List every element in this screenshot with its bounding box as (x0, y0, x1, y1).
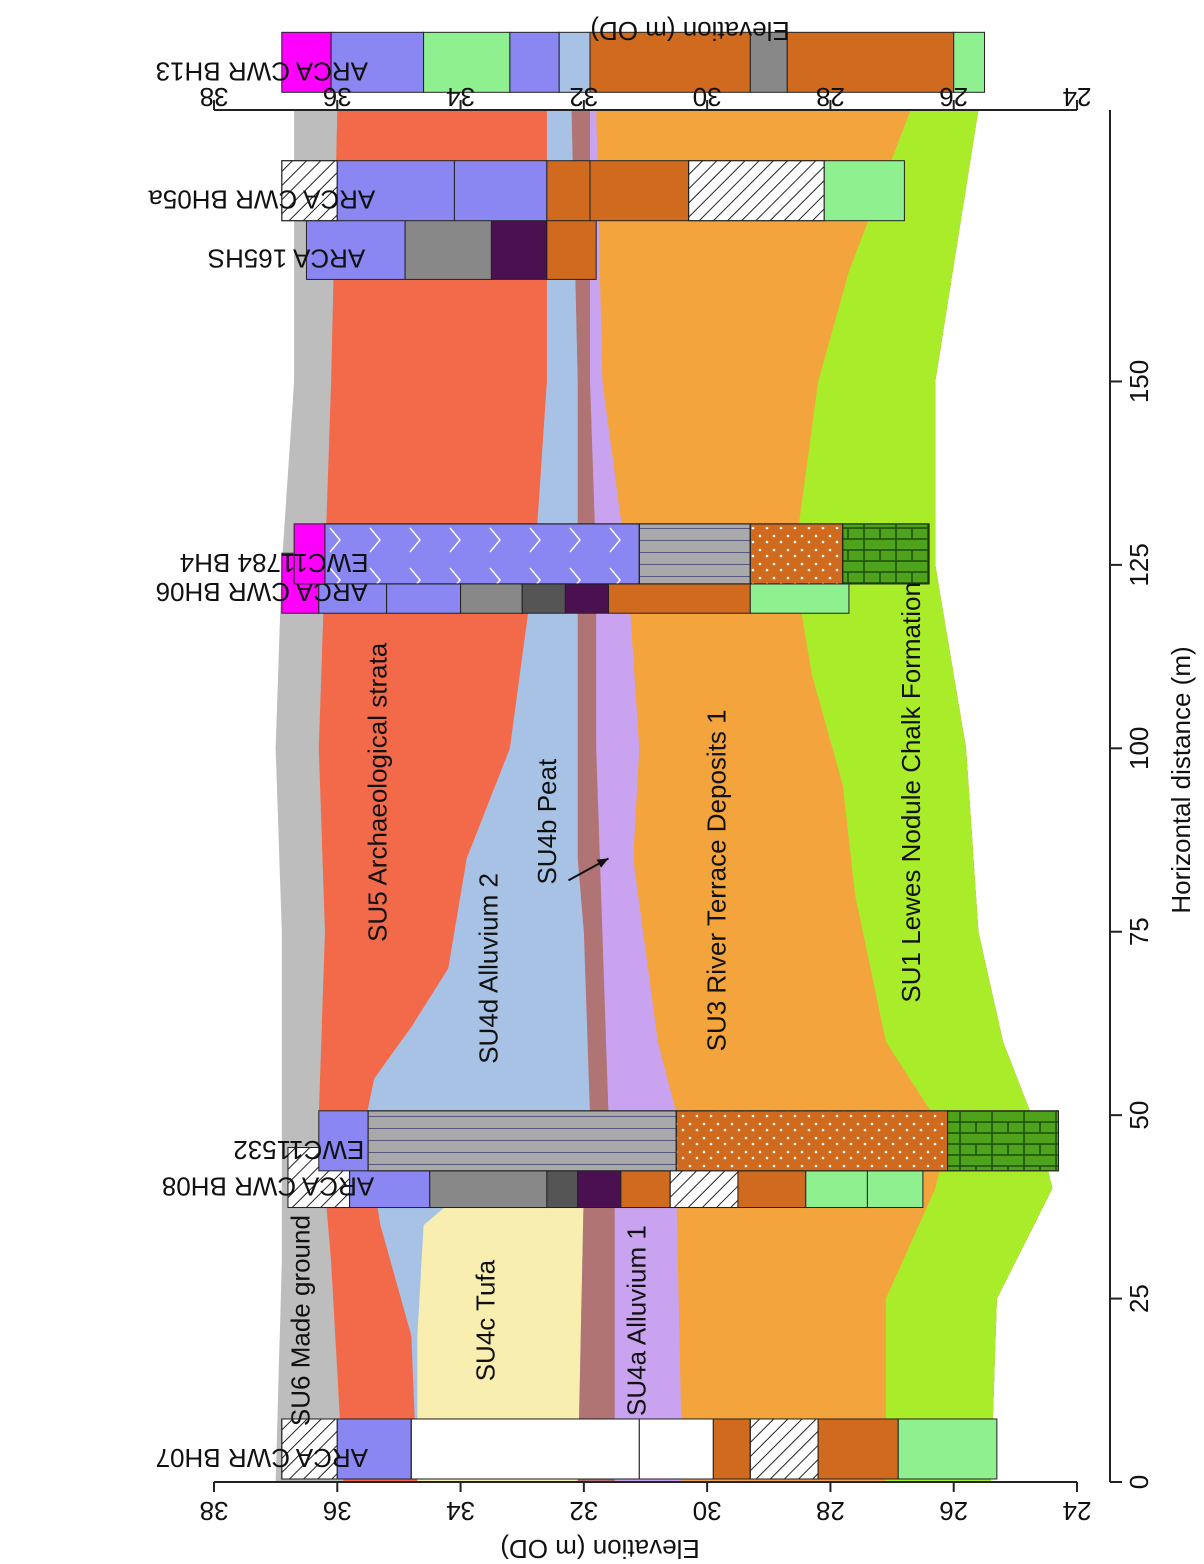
elevation-axis-title-left: Elevation (m OD) (500, 1534, 699, 1564)
unit-label-su4a: SU4a Alluvium 1 (622, 1225, 652, 1416)
borehole-segment (293, 523, 326, 585)
distance-tick-label: 150 (1124, 360, 1154, 403)
unit-label-su3: SU3 River Terrace Deposits 1 (702, 709, 732, 1051)
distance-tick-label: 100 (1124, 727, 1154, 770)
borehole-segment-pattern (410, 1418, 640, 1480)
borehole-segment-pattern (281, 1418, 338, 1480)
elevation-tick-label: 30 (693, 82, 722, 112)
elevation-tick-label: 28 (816, 1496, 845, 1526)
peat-arrow-head (596, 858, 609, 868)
borehole-arca-165hs: ARCA 165HS (208, 218, 597, 280)
borehole-segment-pattern (367, 1110, 677, 1172)
borehole-segment (509, 31, 560, 93)
elevation-tick-label: 32 (569, 1496, 598, 1526)
axes: 24 26 28 30 32 34 36 38 24 26 28 30 32 34 36 38 0 25 50 7… (200, 16, 1196, 1564)
horizontal-distance-axis: 0 25 50 75 100 125 150 (1109, 110, 1154, 1489)
borehole-label: EWC11532 (233, 1135, 364, 1165)
elevation-tick-label: 34 (446, 82, 475, 112)
borehole-ewc11784-bh4: EWC11784 BH4 (180, 523, 930, 585)
borehole-segment-pattern (749, 523, 844, 585)
horizontal-distance-axis-title: Horizontal distance (m) (1166, 646, 1196, 913)
borehole-segment (558, 31, 591, 93)
borehole-segment (823, 160, 905, 222)
borehole-segment (589, 160, 690, 222)
distance-tick-label: 0 (1124, 1475, 1154, 1489)
elevation-tick-label: 26 (939, 1496, 968, 1526)
borehole-label: ARCA 165HS (208, 243, 366, 273)
borehole-label: ARCA CWR BH08 (162, 1172, 374, 1202)
borehole-segment (953, 31, 986, 93)
elevation-axis-right: 24 26 28 30 32 34 36 38 (200, 82, 1092, 112)
layer-su4c (417, 1151, 587, 1482)
elevation-tick-label: 28 (816, 82, 845, 112)
distance-tick-label: 50 (1124, 1101, 1154, 1130)
elevation-tick-label: 24 (1063, 1496, 1092, 1526)
borehole-arca-cwr-bh05a: ARCA CWR BH05a (148, 160, 905, 222)
unit-label-su6: SU6 Made ground (286, 1215, 316, 1426)
unit-label-su4b: SU4b Peat (532, 758, 562, 885)
elevation-tick-label: 38 (200, 82, 229, 112)
borehole-segment (330, 31, 425, 93)
distance-tick-label: 125 (1124, 543, 1154, 586)
borehole-segment (404, 218, 492, 280)
borehole-segment (589, 31, 751, 93)
borehole-segment-pattern (749, 1418, 819, 1480)
borehole-segment (546, 218, 597, 280)
distance-tick-label: 25 (1124, 1284, 1154, 1313)
elevation-tick-label: 34 (446, 1496, 475, 1526)
borehole-arca-cwr-bh07: ARCA CWR BH07 (156, 1418, 998, 1480)
borehole-segment (712, 1418, 751, 1480)
unit-label-su5: SU5 Archaeological strata (363, 642, 393, 942)
unit-label-su4c: SU4c Tufa (470, 1259, 500, 1381)
borehole-segment-pattern (947, 1110, 1060, 1172)
elevation-tick-label: 30 (693, 1496, 722, 1526)
elevation-tick-label: 36 (323, 82, 352, 112)
borehole-segment-pattern (675, 1110, 949, 1172)
borehole-segment (336, 160, 455, 222)
elevation-tick-label: 26 (939, 82, 968, 112)
borehole-segment-pattern (324, 523, 640, 585)
borehole-segment (638, 1418, 714, 1480)
elevation-tick-label: 36 (323, 1496, 352, 1526)
borehole-label: ARCA CWR BH05a (148, 185, 375, 215)
elevation-tick-label: 24 (1063, 82, 1092, 112)
borehole-segment (546, 160, 591, 222)
borehole-segment-pattern (281, 160, 338, 222)
borehole-segment-pattern (638, 523, 751, 585)
boreholes: ARCA CWR BH07 ARCA CWR BH08 EWC11532 ARCA C… (148, 31, 1060, 1480)
elevation-axis-title-right: Elevation (m OD) (590, 16, 789, 46)
unit-label-su4d: SU4d Alluvium 2 (474, 873, 504, 1064)
borehole-ewc11532: EWC11532 (233, 1110, 1060, 1172)
borehole-segment (786, 31, 955, 93)
borehole-label: ARCA CWR BH13 (156, 56, 368, 86)
borehole-segment (453, 160, 548, 222)
borehole-arca-cwr-bh13: ARCA CWR BH13 (156, 31, 986, 93)
borehole-segment (897, 1418, 998, 1480)
elevation-tick-label: 32 (569, 82, 598, 112)
borehole-segment-pattern (842, 523, 930, 585)
elevation-axis-left: 24 26 28 30 32 34 36 38 (200, 1481, 1092, 1526)
borehole-segment (336, 1418, 412, 1480)
borehole-segment-pattern (688, 160, 825, 222)
borehole-segment (490, 218, 548, 280)
borehole-segment (318, 1110, 369, 1172)
elevation-tick-label: 38 (200, 1496, 229, 1526)
unit-labels: SU6 Made ground SU5 Archaeological strata… (286, 582, 926, 1426)
unit-label-su1: SU1 Lewes Nodule Chalk Formation (896, 582, 926, 1003)
borehole-label: ARCA CWR BH07 (156, 1443, 368, 1473)
borehole-segment (817, 1418, 899, 1480)
distance-tick-label: 75 (1124, 917, 1154, 946)
borehole-label: EWC11784 BH4 (180, 548, 369, 578)
